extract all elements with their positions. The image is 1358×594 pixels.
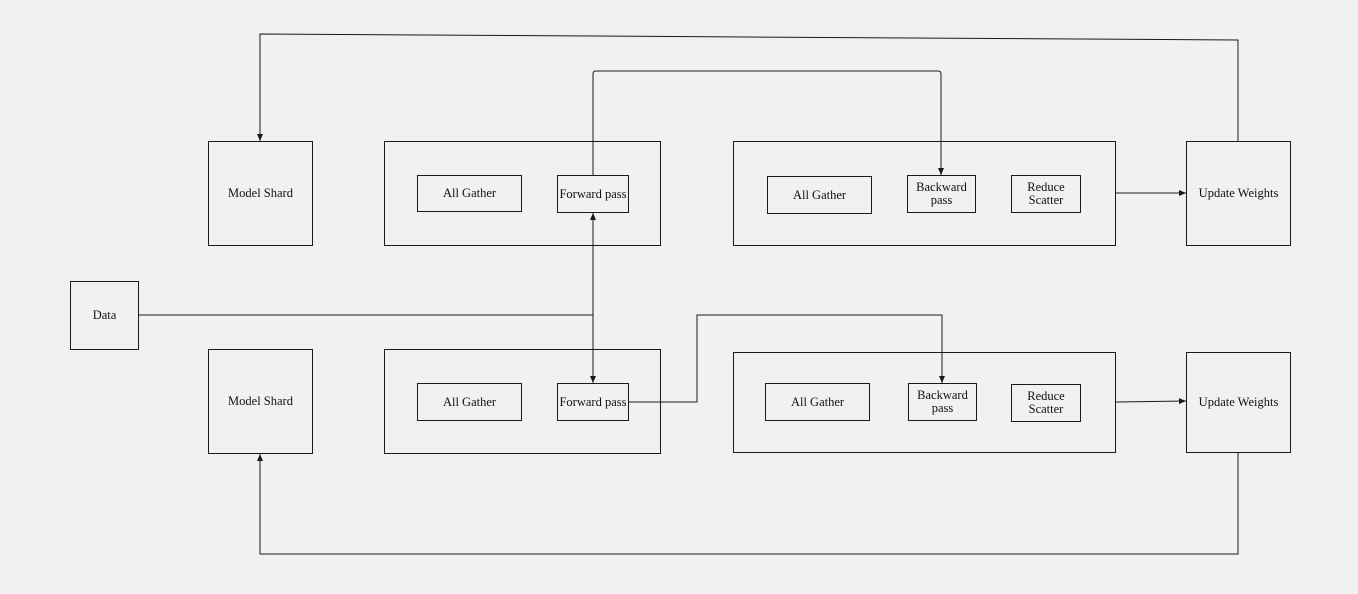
bottom-backward-group: [733, 352, 1116, 453]
bottom-backward-all-gather: All Gather: [765, 383, 870, 421]
top-forward-group: [384, 141, 661, 246]
top-model-shard: Model Shard: [208, 141, 313, 246]
data-node: Data: [70, 281, 139, 350]
top-reduce-scatter: Reduce Scatter: [1011, 175, 1081, 213]
bottom-backward-pass: Backward pass: [908, 383, 977, 421]
arrow-bottom-update-to-shard: [257, 452, 1239, 555]
arrow-bottom-forward-to-backward: [628, 314, 945, 403]
top-backward-group: [733, 141, 1116, 246]
bottom-forward-all-gather: All Gather: [417, 383, 522, 421]
arrow-top-forward-to-backward: [592, 70, 944, 175]
top-update-weights: Update Weights: [1186, 141, 1291, 246]
bottom-forward-pass: Forward pass: [557, 383, 629, 421]
arrow-top-update-to-shard: [257, 33, 1239, 141]
bottom-forward-group: [384, 349, 661, 454]
bottom-reduce-scatter: Reduce Scatter: [1011, 384, 1081, 422]
top-forward-pass: Forward pass: [557, 175, 629, 213]
top-backward-pass: Backward pass: [907, 175, 976, 213]
arrow-bottom-backward-to-update: [1115, 398, 1187, 405]
bottom-model-shard: Model Shard: [208, 349, 313, 454]
top-backward-all-gather: All Gather: [767, 176, 872, 214]
top-forward-all-gather: All Gather: [417, 175, 522, 212]
bottom-update-weights: Update Weights: [1186, 352, 1291, 453]
